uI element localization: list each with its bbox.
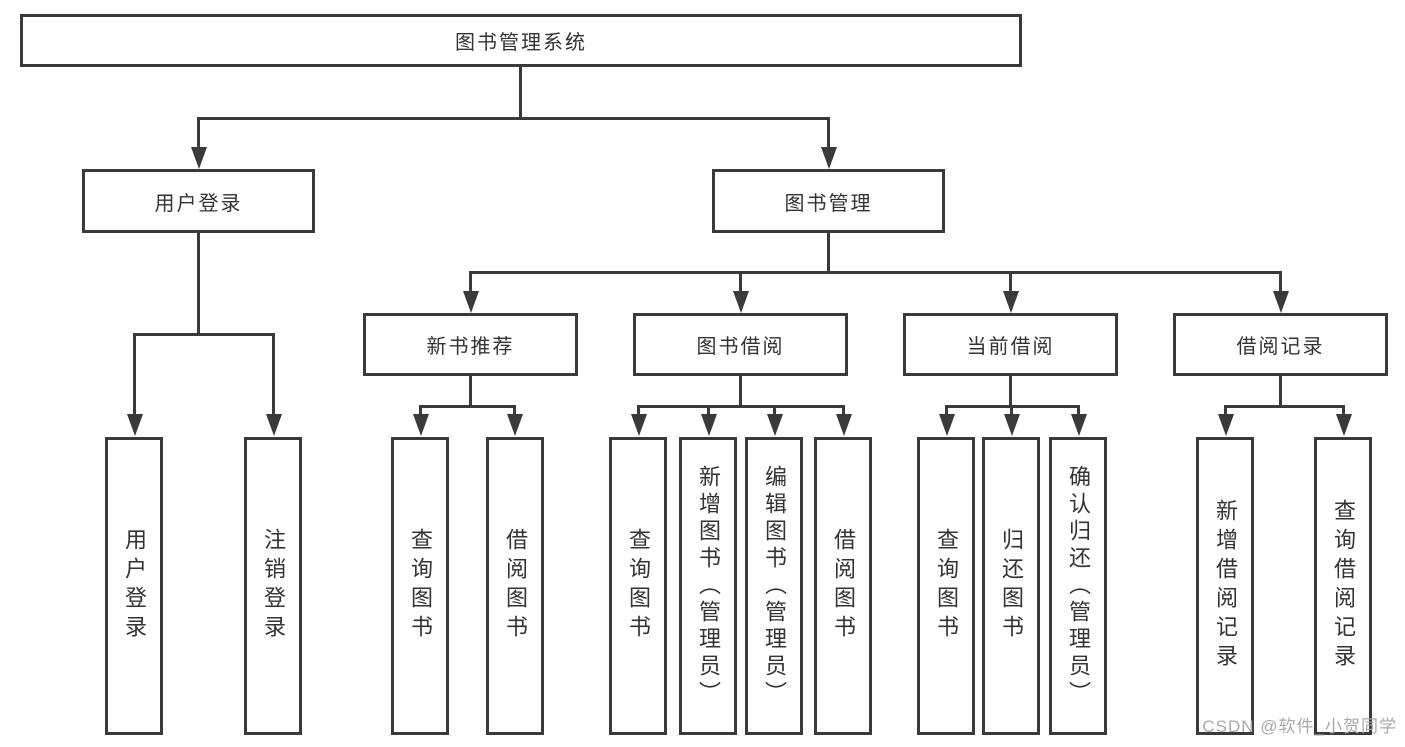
edge-book-mgmt-span — [469, 271, 1282, 274]
edge-drop-cb-3 — [1077, 405, 1080, 416]
edge-bb-stem — [739, 375, 742, 408]
leaf-bb-borrow-books: 借阅图书 — [814, 437, 872, 735]
edge-drop-cb-2 — [1010, 405, 1013, 416]
node-user-login: 用户登录 — [82, 169, 315, 233]
leaf-user-login-label: 用户登录 — [122, 528, 147, 644]
arrow-br-1 — [1218, 414, 1234, 436]
arrow-book-mgmt — [821, 147, 837, 169]
arrow-user-login — [191, 147, 207, 169]
leaf-cb-confirm-return-admin: 确认归还（管理员） — [1049, 437, 1107, 735]
arrow-new-books — [463, 291, 479, 313]
arrow-leaf-logout — [266, 414, 282, 436]
edge-book-mgmt-stem — [827, 232, 830, 274]
leaf-cb-query-books: 查询图书 — [917, 437, 975, 735]
edge-drop-br-2 — [1342, 405, 1345, 416]
arrow-bb-4 — [836, 414, 852, 436]
edge-user-login-stem — [197, 232, 200, 336]
arrow-cb-3 — [1071, 414, 1087, 436]
leaf-bb-edit-books-admin-label: 编辑图书（管理员） — [762, 464, 787, 708]
arrow-nbr-1 — [413, 414, 429, 436]
edge-drop-leaf-logout — [272, 333, 275, 414]
watermark: CSDN @软件_小贺同学 — [1202, 717, 1397, 736]
edge-drop-br-1 — [1224, 405, 1227, 416]
leaf-br-add-record-label: 新增借阅记录 — [1213, 499, 1238, 673]
edge-drop-bb-2 — [707, 405, 710, 416]
edge-root-stem — [519, 66, 522, 119]
leaf-br-add-record: 新增借阅记录 — [1196, 437, 1254, 735]
edge-drop-current-borrow — [1009, 271, 1012, 293]
node-book-management: 图书管理 — [712, 169, 945, 233]
edge-user-login-span — [133, 333, 275, 336]
edge-drop-new-books — [469, 271, 472, 293]
leaf-nbr-query-books: 查询图书 — [391, 437, 449, 735]
edge-drop-borrow-record — [1279, 271, 1282, 293]
node-current-borrow: 当前借阅 — [903, 313, 1118, 376]
arrow-book-borrow — [733, 291, 749, 313]
arrow-bb-3 — [767, 414, 783, 436]
leaf-cb-return-books-label: 归还图书 — [999, 528, 1024, 644]
leaf-nbr-borrow-books: 借阅图书 — [486, 437, 544, 735]
edge-drop-book-mgmt — [827, 117, 830, 149]
node-borrow-record: 借阅记录 — [1173, 313, 1388, 376]
leaf-bb-add-books-admin-label: 新增图书（管理员） — [696, 464, 721, 708]
arrow-nbr-2 — [507, 414, 523, 436]
edge-br-span — [1224, 405, 1345, 408]
leaf-nbr-borrow-books-label: 借阅图书 — [503, 528, 528, 644]
edge-nbr-stem — [469, 375, 472, 408]
leaf-cb-query-books-label: 查询图书 — [934, 528, 959, 644]
edge-drop-leaf-login — [133, 333, 136, 414]
leaf-user-login: 用户登录 — [105, 437, 163, 735]
edge-cb-stem — [1009, 375, 1012, 408]
leaf-br-query-record: 查询借阅记录 — [1314, 437, 1372, 735]
leaf-logout: 注销登录 — [244, 437, 302, 735]
arrow-borrow-record — [1273, 291, 1289, 313]
arrow-bb-2 — [701, 414, 717, 436]
edge-root-span — [197, 117, 830, 120]
edge-drop-bb-4 — [842, 405, 845, 416]
edge-drop-nbr-1 — [419, 405, 422, 416]
edge-drop-bb-1 — [637, 405, 640, 416]
node-library-management-system: 图书管理系统 — [20, 14, 1022, 67]
leaf-bb-query-books-label: 查询图书 — [626, 528, 651, 644]
leaf-cb-return-books: 归还图书 — [982, 437, 1040, 735]
edge-br-stem — [1279, 375, 1282, 408]
arrow-cb-2 — [1004, 414, 1020, 436]
arrow-bb-1 — [631, 414, 647, 436]
edge-drop-bb-3 — [773, 405, 776, 416]
leaf-br-query-record-label: 查询借阅记录 — [1331, 499, 1356, 673]
edge-drop-user-login — [197, 117, 200, 149]
arrow-leaf-login — [127, 414, 143, 436]
leaf-bb-query-books: 查询图书 — [609, 437, 667, 735]
edge-drop-nbr-2 — [513, 405, 516, 416]
leaf-bb-borrow-books-label: 借阅图书 — [831, 528, 856, 644]
leaf-nbr-query-books-label: 查询图书 — [408, 528, 433, 644]
edge-drop-book-borrow — [739, 271, 742, 293]
node-new-book-recommend: 新书推荐 — [363, 313, 578, 376]
edge-nbr-span — [419, 405, 516, 408]
arrow-current-borrow — [1003, 291, 1019, 313]
leaf-cb-confirm-return-admin-label: 确认归还（管理员） — [1066, 464, 1091, 708]
leaf-bb-add-books-admin: 新增图书（管理员） — [679, 437, 737, 735]
edge-drop-cb-1 — [945, 405, 948, 416]
leaf-bb-edit-books-admin: 编辑图书（管理员） — [745, 437, 803, 735]
edge-bb-span — [637, 405, 845, 408]
leaf-logout-label: 注销登录 — [261, 528, 286, 644]
arrow-br-2 — [1336, 414, 1352, 436]
arrow-cb-1 — [939, 414, 955, 436]
node-book-borrow: 图书借阅 — [633, 313, 848, 376]
